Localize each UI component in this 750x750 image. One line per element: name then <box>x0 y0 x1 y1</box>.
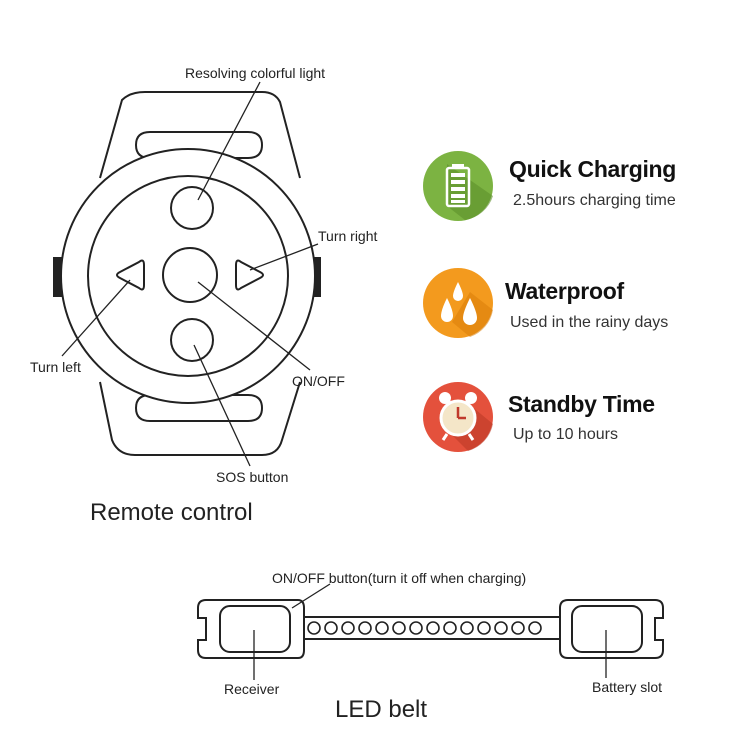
label-sos: SOS button <box>216 469 289 485</box>
feature-title-waterproof: Waterproof <box>505 278 624 304</box>
leader-sos <box>193 344 251 467</box>
belt-receiver <box>219 605 291 653</box>
label-resolving-light: Resolving colorful light <box>185 65 326 81</box>
leader-turn-left <box>61 279 131 357</box>
turn-right-button <box>235 259 264 291</box>
water-drops-icon <box>423 268 493 338</box>
label-onoff: ON/OFF <box>292 373 345 389</box>
label-turn-right: Turn right <box>318 228 378 244</box>
feature-subtitle-quick-charging: 2.5hours charging time <box>513 192 676 209</box>
remote-bottom-strap <box>99 381 301 456</box>
led-belt-drawing <box>197 583 664 680</box>
leader-onoff <box>197 281 311 371</box>
label-belt-battery: Battery slot <box>592 679 663 695</box>
feature-subtitle-waterproof: Used in the rainy days <box>510 314 669 331</box>
remote-top-strap-slot <box>134 131 264 159</box>
leader-light <box>197 81 261 201</box>
belt-battery-slot <box>571 605 643 653</box>
alarm-clock-icon <box>423 382 493 452</box>
remote-bottom-strap-slot <box>134 394 264 422</box>
belt-leds <box>307 621 542 635</box>
label-turn-left: Turn left <box>30 359 81 375</box>
feature-title-standby-time: Standby Time <box>508 391 655 417</box>
label-belt-receiver: Receiver <box>224 681 280 697</box>
caption-led-belt: LED belt <box>335 696 428 723</box>
leader-turn-right <box>249 243 319 271</box>
remote-body-inner <box>87 175 289 377</box>
feature-title-quick-charging: Quick Charging <box>509 156 677 182</box>
leader-belt-onoff <box>291 583 331 609</box>
sos-button <box>170 318 214 362</box>
label-belt-onoff: ON/OFF button(turn it off when charging) <box>272 570 527 586</box>
remote-control-drawing <box>53 81 321 467</box>
light-button <box>170 186 214 230</box>
belt-left-module-outer <box>197 599 305 659</box>
belt-right-module-outer <box>559 599 664 659</box>
onoff-button <box>162 247 218 303</box>
battery-icon <box>423 151 493 221</box>
feature-icons <box>423 151 493 452</box>
remote-body-outer <box>60 148 316 404</box>
caption-remote-control: Remote control <box>90 499 253 526</box>
turn-left-button <box>116 259 145 291</box>
feature-subtitle-standby-time: Up to 10 hours <box>513 426 618 443</box>
